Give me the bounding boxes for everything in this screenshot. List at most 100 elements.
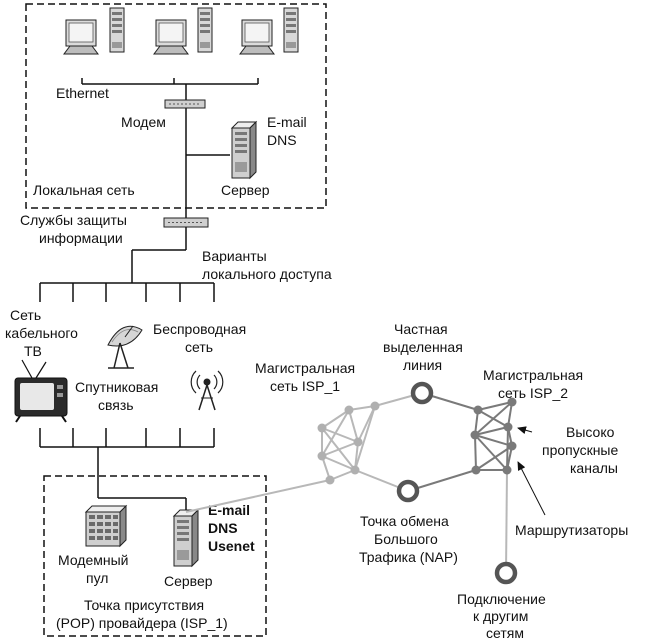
high-bandwidth-line2: пропускные bbox=[542, 442, 618, 458]
nap-line1: Точка обмена bbox=[360, 513, 449, 529]
lan-label: Локальная сеть bbox=[33, 182, 135, 198]
backbone-link-30 bbox=[506, 426, 509, 471]
system-unit-icon bbox=[283, 7, 299, 53]
access-label-line2: локального доступа bbox=[202, 266, 332, 282]
access-label-line1: Варианты bbox=[202, 248, 267, 264]
security-label-line1: Службы защиты bbox=[20, 212, 127, 228]
pop-title-line2: (POP) провайдера (ISP_1) bbox=[56, 615, 228, 631]
wireless-antenna-icon bbox=[190, 370, 224, 411]
isp1-line1: Магистральная bbox=[255, 360, 355, 376]
backbone-link-16 bbox=[185, 479, 331, 513]
pop-title-line1: Точка присутствия bbox=[84, 597, 204, 613]
router-node bbox=[507, 397, 517, 407]
pop-services-line1: E-mail bbox=[208, 502, 250, 518]
cable-tv-line1: Сеть bbox=[10, 307, 41, 323]
tv-icon bbox=[14, 359, 68, 423]
backbone-link-21 bbox=[474, 434, 513, 447]
satellite-line1: Спутниковая bbox=[75, 379, 158, 395]
high-bandwidth-line1: Высоко bbox=[566, 424, 615, 440]
router-node bbox=[344, 405, 354, 415]
wireless-line1: Беспроводная bbox=[153, 321, 246, 337]
firewall-icon bbox=[163, 217, 209, 228]
router-node bbox=[350, 465, 360, 475]
backbone-link-32 bbox=[407, 469, 477, 492]
router-node bbox=[325, 475, 335, 485]
wireless-line2: сеть bbox=[185, 339, 213, 355]
backbone-link-6 bbox=[321, 441, 359, 457]
cable-tv-line3: ТВ bbox=[24, 343, 42, 359]
router-node bbox=[503, 422, 513, 432]
pop-server-icon bbox=[173, 509, 199, 567]
ethernet-label: Ethernet bbox=[56, 85, 109, 101]
backbone-link-0 bbox=[321, 409, 350, 429]
backbone-link-3 bbox=[321, 427, 359, 443]
high-bandwidth-line3: каналы bbox=[570, 460, 618, 476]
nap-line3: Трафика (NAP) bbox=[359, 549, 458, 565]
pop-server-label: Сервер bbox=[164, 573, 213, 589]
cable-tv-line2: кабельного bbox=[5, 325, 78, 341]
router-node bbox=[353, 437, 363, 447]
security-label-line2: информации bbox=[39, 230, 123, 246]
modem-pool-line2: пул bbox=[86, 570, 108, 586]
workstation-2 bbox=[153, 7, 213, 55]
satellite-dish-icon bbox=[107, 325, 143, 369]
pop-services-line3: Usenet bbox=[208, 538, 255, 554]
workstation-3 bbox=[239, 7, 299, 55]
local-access-options: Варианты локального доступа bbox=[5, 248, 332, 499]
backbone-link-23 bbox=[474, 434, 477, 471]
backbone-link-27 bbox=[474, 401, 513, 436]
exchange-hub-node bbox=[494, 561, 518, 585]
router-node bbox=[370, 401, 380, 411]
modem-pool-icon bbox=[84, 504, 128, 548]
pop-section: Модемный пул E-mail DNS Usenet Сервер То… bbox=[43, 475, 267, 637]
routers-label: Маршрутизаторы bbox=[515, 522, 628, 538]
modem-icon bbox=[164, 99, 206, 109]
computer-icon bbox=[63, 19, 99, 55]
local-network-section: Ethernet Модем E-mail DNS Сервер Локальн… bbox=[25, 3, 327, 218]
other-networks-line1: Подключение bbox=[457, 591, 546, 607]
computer-icon bbox=[239, 19, 275, 55]
backbone-link-28 bbox=[475, 445, 513, 471]
backbone-link-11 bbox=[354, 405, 376, 471]
backbone-link-29 bbox=[474, 434, 508, 471]
backbone-link-12 bbox=[321, 409, 350, 457]
isp2-line1: Магистральная bbox=[483, 367, 583, 383]
lan-server-label: Сервер bbox=[221, 182, 270, 198]
security-services: Службы защиты информации bbox=[20, 212, 209, 250]
modem-pool-line1: Модемный bbox=[58, 552, 129, 568]
pop-services-line2: DNS bbox=[208, 520, 238, 536]
other-networks-line3: сетям bbox=[486, 625, 524, 641]
router-node bbox=[317, 451, 327, 461]
backbone-link-33 bbox=[505, 469, 508, 574]
router-node bbox=[502, 465, 512, 475]
computer-icon bbox=[153, 19, 189, 55]
exchange-hub-node bbox=[410, 381, 434, 405]
lan-server-icon bbox=[231, 121, 257, 179]
satellite-line2: связь bbox=[98, 397, 134, 413]
isp2-line2: сеть ISP_2 bbox=[498, 385, 568, 401]
access-tree-lines bbox=[39, 249, 215, 499]
backbone-router-nodes bbox=[317, 381, 518, 585]
nap-line2: Большого bbox=[374, 531, 438, 547]
system-unit-icon bbox=[197, 7, 213, 53]
annotation-arrows bbox=[517, 426, 546, 516]
backbone-link-10 bbox=[321, 455, 356, 471]
modem-label: Модем bbox=[121, 114, 166, 130]
system-unit-icon bbox=[109, 7, 125, 53]
workstation-1 bbox=[63, 7, 125, 55]
backbone-link-13 bbox=[321, 427, 356, 471]
backbone-link-17 bbox=[477, 401, 513, 411]
local-network-frame bbox=[25, 3, 327, 209]
router-node bbox=[473, 405, 483, 415]
backbone-link-20 bbox=[474, 426, 509, 436]
private-line-line1: Частная bbox=[394, 321, 448, 337]
isp1-line2: сеть ISP_1 bbox=[270, 378, 340, 394]
backbone-section: Частная выделенная линия Магистральная с… bbox=[185, 321, 628, 641]
private-line-line2: выделенная bbox=[383, 339, 463, 355]
exchange-hub-node bbox=[396, 479, 420, 503]
lan-services-line2: DNS bbox=[267, 132, 297, 148]
pop-frame bbox=[43, 475, 267, 637]
router-node bbox=[317, 423, 327, 433]
other-networks-line2: к другим bbox=[473, 608, 528, 624]
